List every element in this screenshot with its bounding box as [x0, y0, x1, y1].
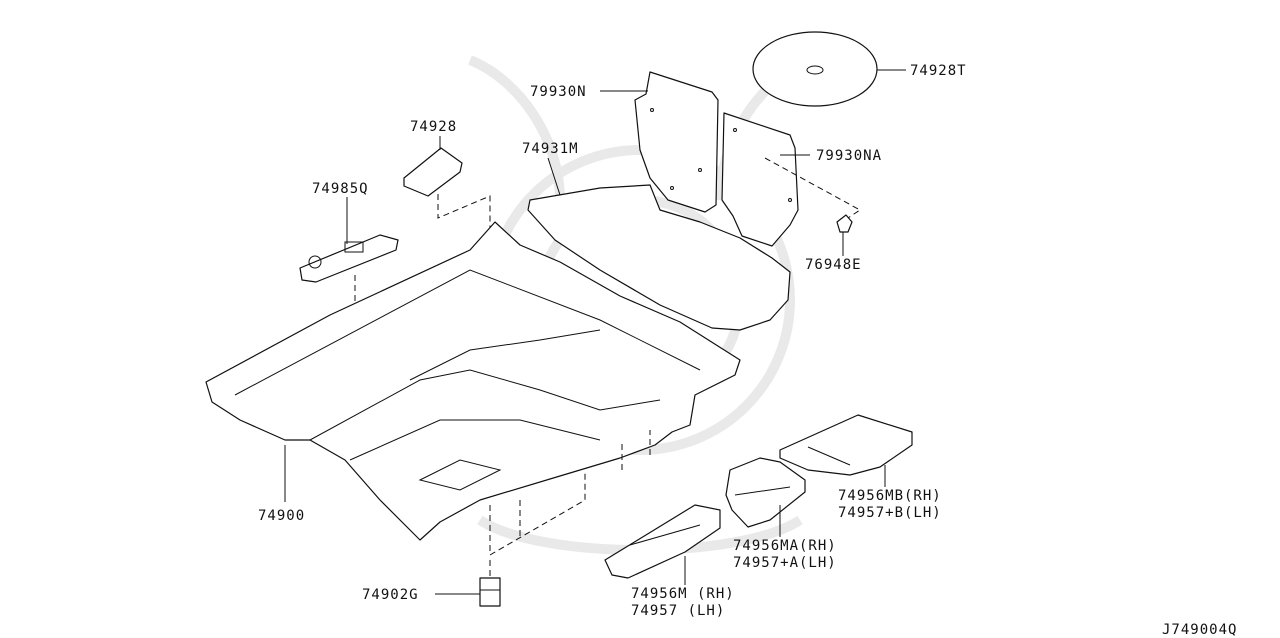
diagram-code: J749004Q [1162, 622, 1237, 638]
callout-76948E: 76948E [805, 257, 862, 273]
part-74900[interactable] [205, 221, 741, 556]
callout-74928: 74928 [410, 119, 457, 135]
callout-74902G: 74902G [362, 587, 419, 603]
part-74928[interactable] [403, 136, 491, 310]
part-79930N[interactable] [600, 71, 719, 213]
callout-74956M: 74956M (RH) [631, 586, 735, 602]
callout-74957A: 74957+A(LH) [733, 555, 837, 571]
callout-74931M: 74931M [522, 141, 579, 157]
part-74956M[interactable] [604, 504, 721, 585]
callout-74957B: 74957+B(LH) [838, 505, 942, 521]
callout-79930NA: 79930NA [816, 148, 882, 164]
callout-74956MB: 74956MB(RH) [838, 488, 942, 504]
part-76948E[interactable] [836, 214, 853, 256]
part-79930NA[interactable] [721, 112, 861, 247]
callout-79930N: 79930N [530, 84, 587, 100]
part-74902G[interactable] [435, 560, 501, 607]
part-74956MA[interactable] [725, 457, 806, 537]
part-74956MB[interactable] [779, 414, 913, 487]
callout-74956MA: 74956MA(RH) [733, 538, 837, 554]
part-74931M[interactable] [527, 157, 791, 331]
callout-74985Q: 74985Q [312, 181, 369, 197]
callout-74900: 74900 [258, 508, 305, 524]
part-74928T[interactable] [752, 31, 906, 107]
callout-74957: 74957 (LH) [631, 603, 725, 619]
callout-74928T: 74928T [910, 63, 967, 79]
